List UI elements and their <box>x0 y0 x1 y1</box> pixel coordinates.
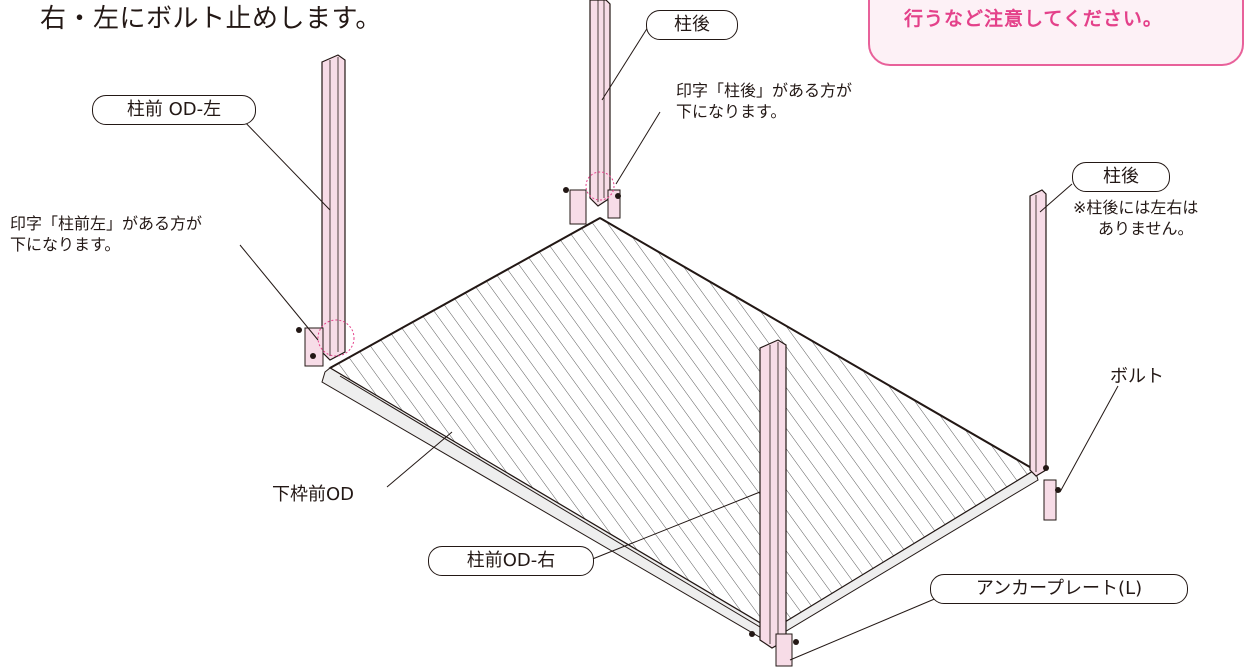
callout-post-front-left: 柱前 OD-左 <box>92 95 256 125</box>
post-rear-top <box>563 0 621 225</box>
note-rear-no-side-line1: ※柱後には左右は <box>1073 198 1199 217</box>
label-lower-frame-front: 下枠前OD <box>272 484 355 505</box>
caution-note-box <box>868 0 1244 66</box>
callout-anchor-plate: アンカープレート(L) <box>930 574 1188 604</box>
callout-post-rear-top: 柱後 <box>646 10 738 40</box>
floor-deck <box>321 217 1039 644</box>
post-front-left <box>296 54 355 367</box>
note-rear-no-side-line2: ありません。 <box>1098 219 1194 238</box>
post-rear-right <box>1029 189 1061 521</box>
instruction-heading: 右・左にボルト止めします。 <box>40 4 382 34</box>
note-rear-stamp-line2: 下になります。 <box>676 102 787 121</box>
note-rear-stamp-line1: 印字「柱後」がある方が <box>676 81 853 100</box>
note-left-stamp-line1: 印字「柱前左」がある方が <box>10 214 203 233</box>
caution-note-text: 行うなど注意してください。 <box>904 8 1163 30</box>
post-front-right <box>749 339 799 667</box>
label-bolt: ボルト <box>1110 366 1164 387</box>
note-left-stamp-line2: 下になります。 <box>10 235 121 254</box>
callout-post-front-right: 柱前OD-右 <box>428 546 594 576</box>
callout-post-rear-right: 柱後 <box>1072 162 1170 192</box>
leader-lines <box>239 26 1119 661</box>
